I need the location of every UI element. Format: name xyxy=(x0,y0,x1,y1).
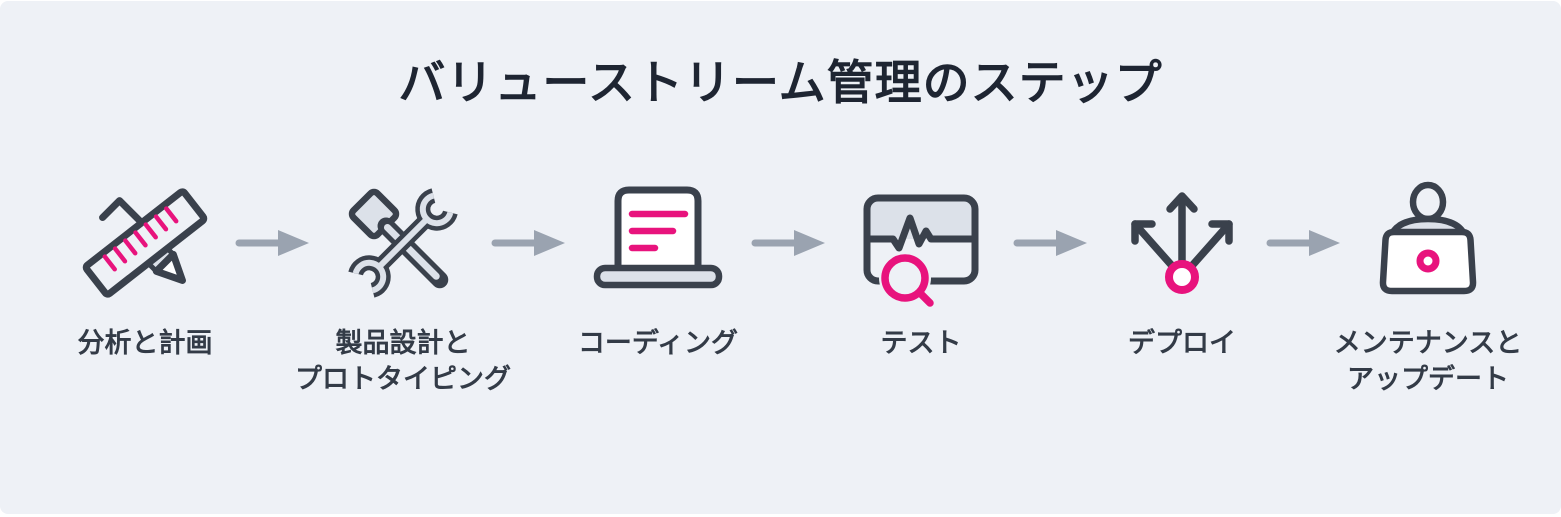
flow-arrow-icon xyxy=(234,225,314,261)
step-label-line: コーディング xyxy=(577,328,739,358)
step-design-prototyping: 製品設計と プロトタイピング xyxy=(274,173,532,423)
flow-arrow-icon xyxy=(750,225,830,261)
step-maintenance-updates: メンテナンスと アップデート xyxy=(1299,173,1557,423)
step-label-line: デプロイ xyxy=(1128,328,1236,358)
flow-arrow-icon xyxy=(490,225,570,261)
flow-arrow-icon xyxy=(1265,225,1345,261)
step-testing: テスト xyxy=(792,173,1050,423)
step-label: デプロイ xyxy=(1053,325,1311,361)
step-deploy: デプロイ xyxy=(1053,173,1311,423)
step-label-line: テスト xyxy=(880,328,962,358)
branch-arrows-icon xyxy=(1112,173,1252,313)
hammer-wrench-icon xyxy=(333,173,473,313)
step-label: コーディング xyxy=(529,325,787,361)
step-label-line: アップデート xyxy=(1347,364,1509,394)
person-laptop-icon xyxy=(1358,173,1498,313)
step-label-line: プロトタイピング xyxy=(295,364,511,394)
step-label: 分析と計画 xyxy=(16,325,274,361)
ruler-pencil-icon xyxy=(75,173,215,313)
step-label-line: メンテナンスと xyxy=(1333,328,1523,358)
step-label: テスト xyxy=(792,325,1050,361)
step-label-line: 製品設計と xyxy=(335,328,471,358)
step-label-line: 分析と計画 xyxy=(77,328,213,358)
monitor-search-icon xyxy=(851,173,991,313)
step-label: メンテナンスと アップデート xyxy=(1299,325,1557,397)
flow-arrow-icon xyxy=(1012,225,1092,261)
step-analysis-planning: 分析と計画 xyxy=(16,173,274,423)
step-label: 製品設計と プロトタイピング xyxy=(274,325,532,397)
laptop-code-icon xyxy=(588,173,728,313)
step-coding: コーディング xyxy=(529,173,787,423)
page-title: バリューストリーム管理のステップ xyxy=(398,56,1163,109)
